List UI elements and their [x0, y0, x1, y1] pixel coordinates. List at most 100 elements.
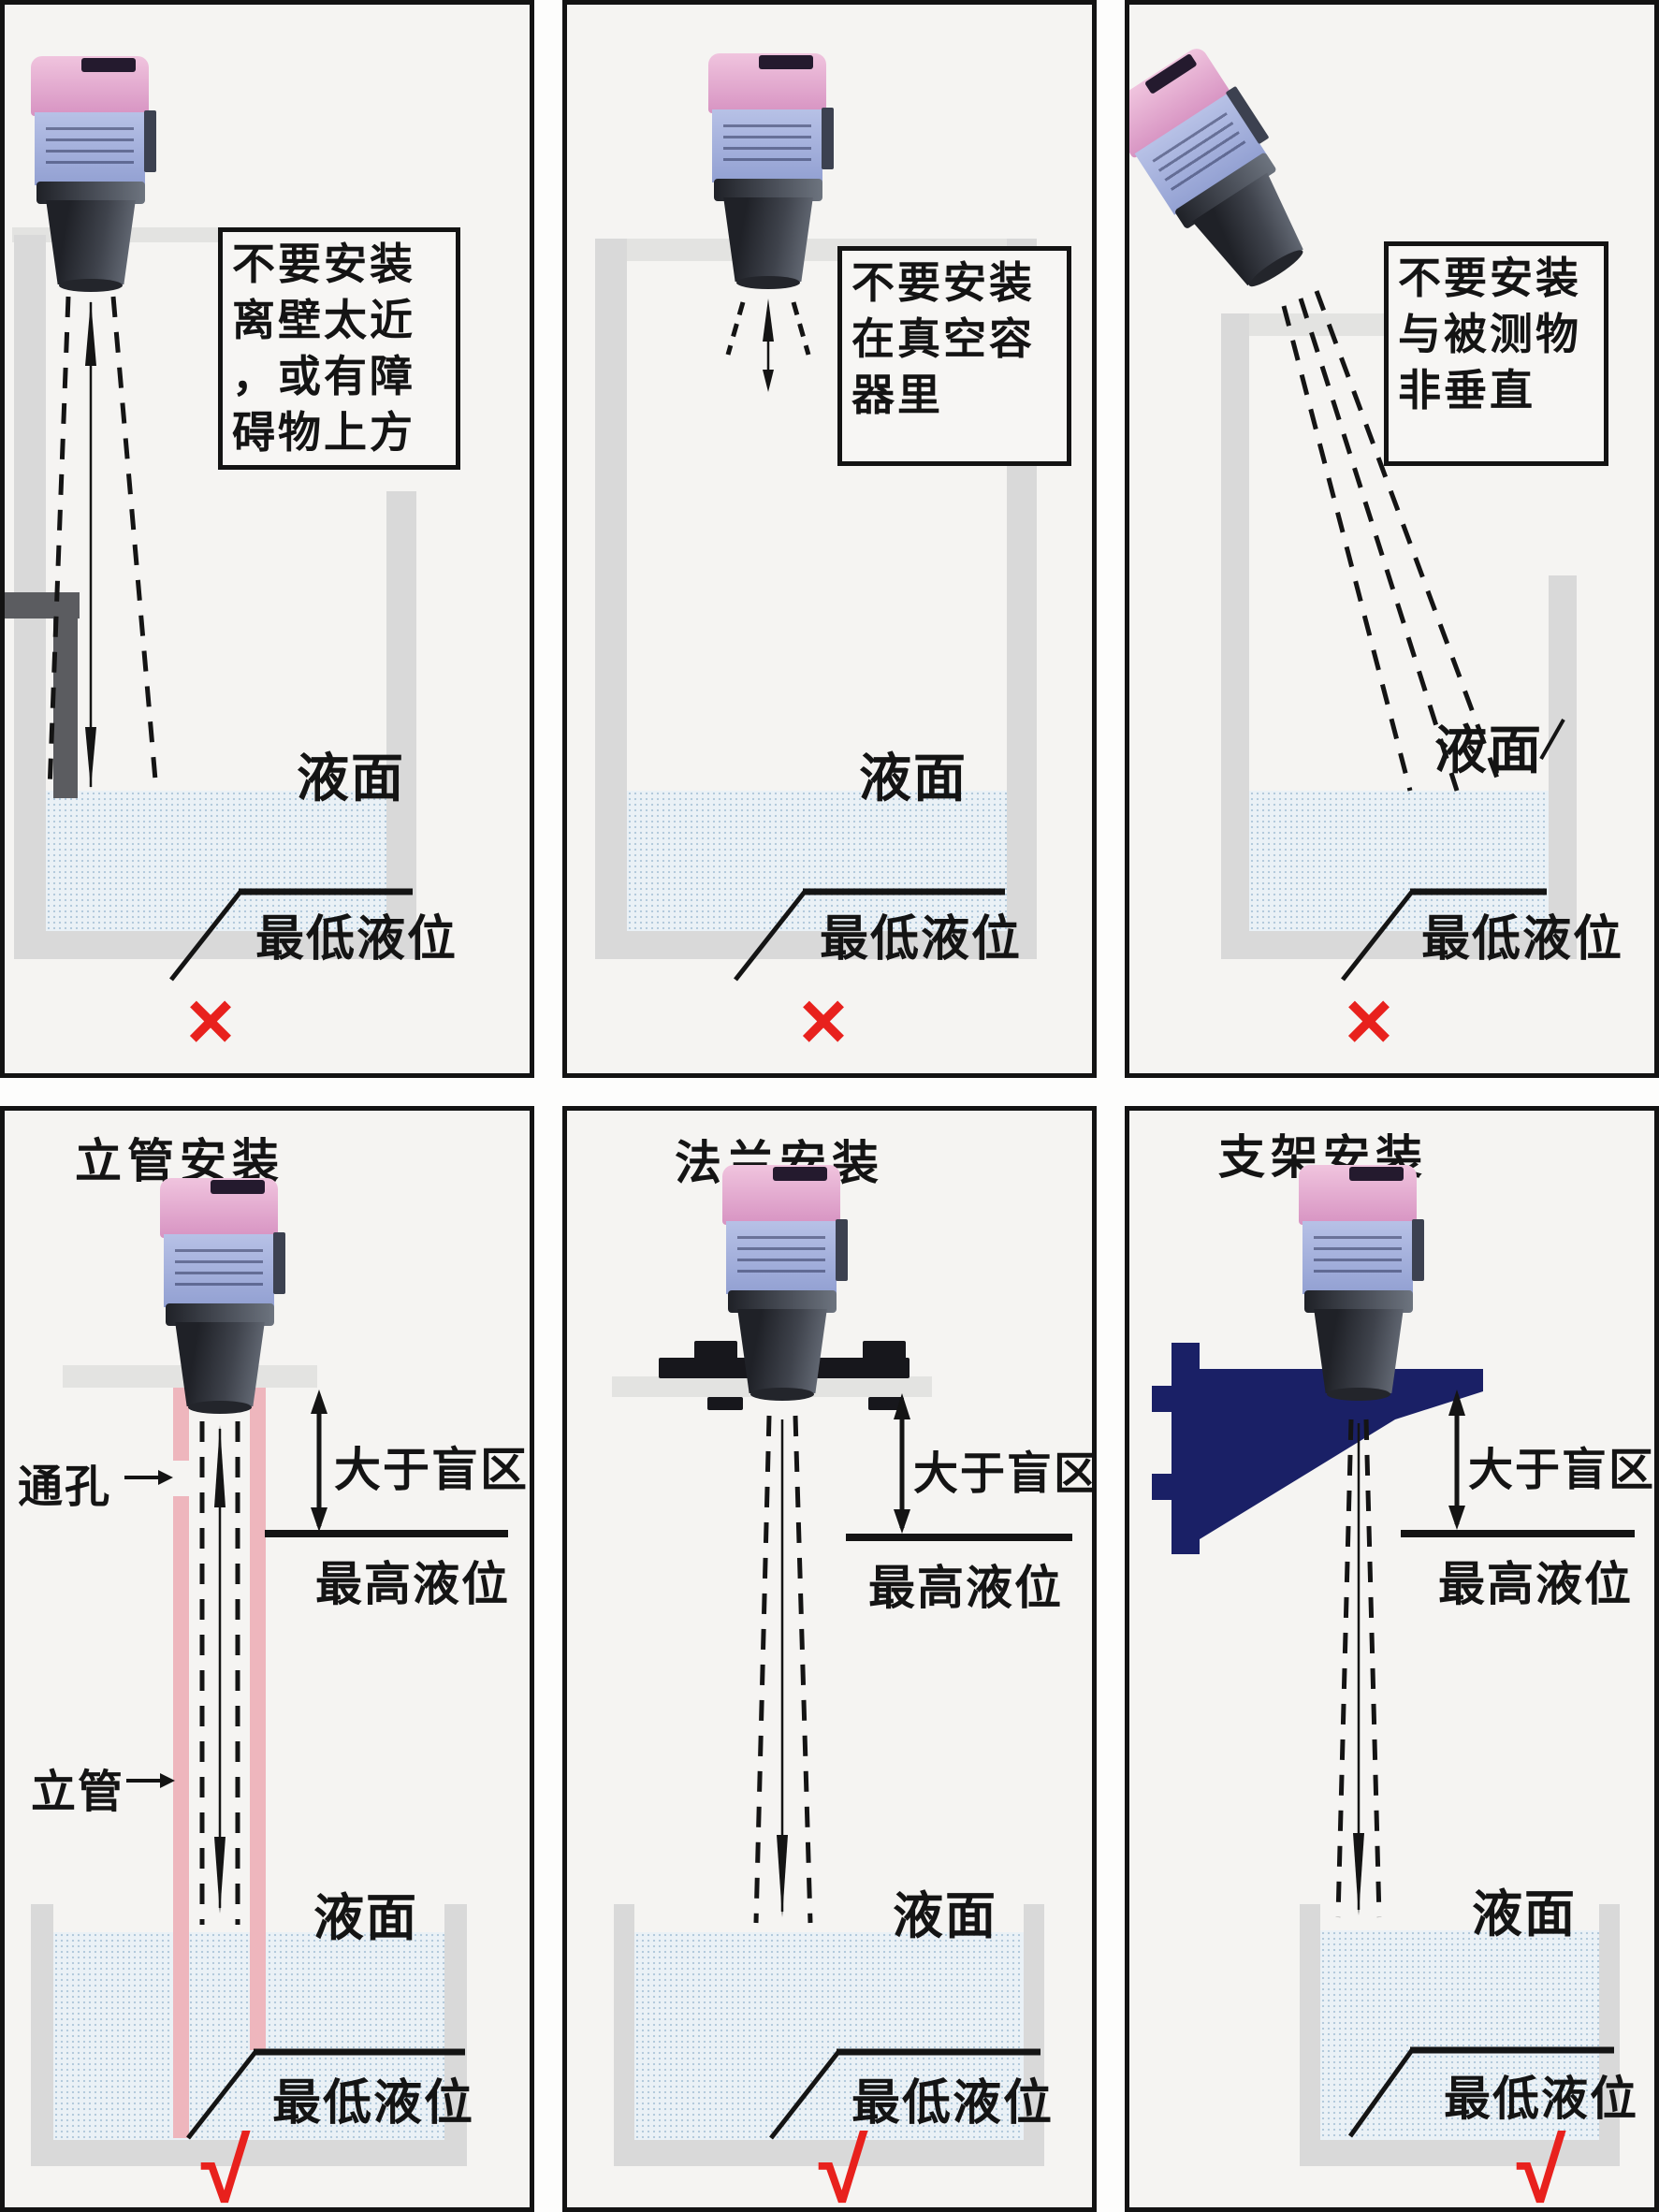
sensor-label-print [175, 1249, 263, 1288]
right-mark: √ [1516, 2121, 1566, 2212]
panel-standpipe-install: 立管安装 通孔 立管 大于盲区 最高液位 液面 最低液位 √ [0, 1106, 534, 2212]
label-liquid-surface: 液面 [1472, 1886, 1577, 1943]
panel-warning-not-perpendicular: 不要安装 与被测物 非垂直 液面 最低液位 × [1125, 0, 1659, 1078]
arrow-down-head [85, 727, 96, 789]
warning-note-box: 不要安装 离壁太近 ，或有障 碍物上方 [218, 227, 460, 470]
bracket-post [1171, 1343, 1200, 1554]
label-lowest-level: 最低液位 [1421, 912, 1624, 967]
label-highest-level: 最高液位 [1438, 1558, 1633, 1610]
arrow-down-head [763, 370, 774, 392]
arrow-up-head [214, 1425, 226, 1507]
tank-water [627, 791, 1007, 931]
bracket-arm [1200, 1369, 1483, 1539]
note-line: 不要安装 [232, 240, 415, 288]
sensor-label-body [712, 109, 822, 182]
label-through-hole: 通孔 [18, 1463, 112, 1512]
note-line: 离壁太近 [232, 296, 415, 344]
tank-right-wall [386, 491, 416, 959]
tank-bottom [1300, 2140, 1620, 2166]
sensor-top-slot [1349, 1167, 1404, 1181]
label-lowest-level: 最低液位 [255, 912, 458, 967]
sensor-top-slot [759, 55, 813, 69]
arrow-up-head [763, 298, 774, 342]
beam-art [1152, 1343, 1635, 2138]
dimension-bottom-head [311, 1507, 327, 1532]
label-standpipe: 立管 [31, 1768, 125, 1817]
tank-right-wall [444, 1904, 467, 2166]
sensor-top-slot [773, 1167, 827, 1181]
tank-left-wall [1221, 313, 1249, 959]
beam-dashed-right [793, 1415, 813, 1924]
tank-right-wall [1599, 1904, 1620, 2166]
min-level-slant [734, 890, 807, 982]
wrong-mark: × [799, 974, 848, 1067]
beam-dashed-left [753, 1415, 772, 1924]
dimension-top-head [1448, 1390, 1465, 1416]
panel-warning-wall-proximity: 不要安装 离壁太近 ，或有障 碍物上方 液面 最低液位 × [0, 0, 534, 1078]
bracket-tab [1152, 1386, 1172, 1412]
min-level-slant [769, 2050, 840, 2140]
beam-dashed-3 [1314, 290, 1505, 792]
tank-water [53, 1932, 444, 2140]
flange-bolt [863, 1341, 906, 1360]
sensor-top-slot [81, 58, 136, 72]
sensor-label-body [1302, 1221, 1413, 1294]
tank-bottom [595, 931, 1037, 959]
beam-dashed-left [1335, 1419, 1354, 1918]
note-line: 不要安装 [1398, 254, 1581, 302]
label-liquid-surface: 液面 [859, 749, 968, 808]
standpipe-arrow-head [160, 1773, 175, 1788]
tank-left-wall [1300, 1904, 1320, 2166]
beam-art [1281, 290, 1565, 982]
beam-dashed-left [725, 301, 746, 356]
ultrasonic-sensor [25, 56, 156, 292]
tank-bottom [1221, 931, 1577, 959]
label-liquid-surface: 液面 [893, 1888, 997, 1944]
tank-water [46, 791, 386, 931]
sensor-cone-bottom [1327, 1388, 1390, 1401]
label-lowest-level: 最低液位 [851, 2076, 1055, 2131]
sensor-side-clip [836, 1219, 848, 1281]
label-highest-level: 最高液位 [868, 1562, 1063, 1614]
sensor-label-print [723, 124, 811, 164]
beam-art [47, 296, 413, 982]
wrong-mark: × [186, 974, 235, 1067]
bracket-tab [1152, 1474, 1172, 1500]
sensor-label-print [737, 1236, 825, 1275]
flange-bolt [694, 1341, 737, 1360]
sensor-cone-bottom [59, 279, 123, 292]
sensor-cone [737, 1309, 827, 1393]
sensor-cone-bottom [188, 1401, 252, 1414]
arrow-up-head [85, 300, 96, 366]
standpipe-right-wall [250, 1388, 266, 2050]
warning-note-box: 不要安装 与被测物 非垂直 [1384, 241, 1608, 466]
through-hole-gap [171, 1461, 191, 1496]
tank-bottom [14, 931, 416, 959]
ultrasonic-sensor [717, 1165, 848, 1401]
ultrasonic-sensor [154, 1178, 285, 1414]
note-line: 与被测物 [1398, 310, 1581, 358]
sensor-side-clip [1412, 1219, 1424, 1281]
sensor-label-body [164, 1234, 274, 1307]
beam-art [725, 298, 1005, 982]
arrow-down-head [777, 1835, 788, 1917]
tank-bottom [31, 2140, 467, 2166]
label-blind-zone: 大于盲区 [334, 1444, 529, 1496]
sensor-cone [1314, 1309, 1404, 1393]
sensor-cone-bottom [750, 1388, 814, 1401]
right-mark: √ [818, 2121, 868, 2212]
standpipe-left-wall [173, 1388, 189, 2138]
label-lowest-level: 最低液位 [820, 912, 1023, 967]
label-liquid-surface: 液面 [1434, 720, 1543, 779]
ultrasonic-sensor [703, 53, 834, 289]
beam-dashed-right [791, 301, 811, 356]
note-line: 不要安装 [851, 258, 1035, 307]
min-level-slant [1347, 2048, 1415, 2138]
sensor-cone [175, 1322, 265, 1406]
through-hole-arrow-head [158, 1470, 173, 1485]
dimension-bottom-head [894, 1509, 910, 1534]
min-level-slant [1341, 890, 1414, 982]
tank-water [1320, 1930, 1599, 2140]
flange-bolt [868, 1397, 904, 1410]
tank-right-wall [1024, 1904, 1044, 2166]
